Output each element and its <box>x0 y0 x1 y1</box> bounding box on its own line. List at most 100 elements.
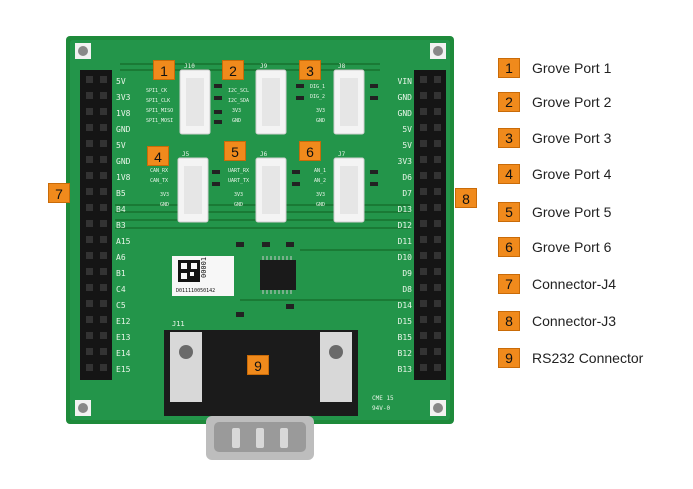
header-pin <box>434 252 441 259</box>
cert-code: 94V-0 <box>372 405 390 412</box>
header-pin <box>86 220 93 227</box>
pin-label: 5V <box>402 125 412 134</box>
pin-label: GND <box>116 125 131 134</box>
pin-label: 1V8 <box>116 173 131 182</box>
header-pin <box>420 348 427 355</box>
pin-label: D9 <box>402 269 412 278</box>
header-pin <box>420 188 427 195</box>
pcb-inner <box>70 40 450 420</box>
pin-label: A6 <box>116 253 126 262</box>
header-pin <box>420 140 427 147</box>
signal-label: CAN_TX <box>150 178 168 184</box>
legend-number: 7 <box>498 274 520 294</box>
pin-label: D14 <box>398 301 413 310</box>
legend-number: 5 <box>498 202 520 222</box>
header-pin <box>100 188 107 195</box>
header-pin <box>86 156 93 163</box>
header-pin <box>434 172 441 179</box>
header-pin <box>86 172 93 179</box>
header-pin <box>86 92 93 99</box>
header-pin <box>434 108 441 115</box>
signal-label: DIG_1 <box>310 84 325 90</box>
pin-label: B12 <box>398 349 413 358</box>
legend-number: 2 <box>498 92 520 112</box>
legend-label: Grove Port 5 <box>532 204 612 220</box>
signal-label: SPI1_CLK <box>146 98 170 104</box>
signal-label: I2C_SDA <box>228 98 249 104</box>
legend-label: Grove Port 2 <box>532 94 612 110</box>
header-pin <box>420 124 427 131</box>
pin-label: GND <box>116 157 131 166</box>
pin-label: 1V8 <box>116 109 131 118</box>
pin-label: D13 <box>398 205 413 214</box>
legend-label: Connector-J3 <box>532 313 617 329</box>
header-pin <box>100 76 107 83</box>
signal-label: AN_2 <box>314 178 326 184</box>
legend-item: 6 Grove Port 6 <box>498 236 611 258</box>
signal-label: AN_1 <box>314 168 326 174</box>
header-pin <box>100 300 107 307</box>
pin-label: 5V <box>116 77 126 86</box>
header-pin <box>420 284 427 291</box>
header-pin <box>420 108 427 115</box>
legend-item: 8 Connector-J3 <box>498 310 616 332</box>
header-pin <box>100 348 107 355</box>
header-pin <box>434 204 441 211</box>
grove-2-signals: I2C_SCL I2C_SDA 3V3 GND <box>228 88 249 124</box>
header-pin <box>100 92 107 99</box>
grove-6-signals: AN_1 AN_2 3V3 GND <box>314 168 326 208</box>
pin-label: C5 <box>116 301 126 310</box>
header-pin <box>420 156 427 163</box>
grove-port-3 <box>333 69 365 135</box>
header-pin <box>434 332 441 339</box>
pin-label: E13 <box>116 333 131 342</box>
pin-label: D10 <box>398 253 413 262</box>
callout-8: 8 <box>455 188 477 208</box>
pin-label: GND <box>398 109 413 118</box>
header-body <box>414 70 446 380</box>
callout-3: 3 <box>299 60 321 80</box>
header-body <box>80 70 112 380</box>
header-pin <box>100 204 107 211</box>
port-ref-j10: J10 <box>184 63 195 70</box>
grove-port-1 <box>179 69 211 135</box>
pin-label: B13 <box>398 365 413 374</box>
legend-item: 9 RS232 Connector <box>498 347 643 369</box>
header-pin <box>420 332 427 339</box>
header-pin <box>420 204 427 211</box>
signal-label: 3V3 <box>316 192 325 198</box>
header-pin <box>434 124 441 131</box>
legend-item: 7 Connector-J4 <box>498 273 616 295</box>
legend: 1 Grove Port 1 2 Grove Port 2 3 Grove Po… <box>498 0 693 484</box>
callout-7: 7 <box>48 183 70 203</box>
signal-label: GND <box>232 118 241 124</box>
header-pin <box>434 76 441 83</box>
pin-label: B15 <box>398 333 413 342</box>
pin-label: 5V <box>402 141 412 150</box>
pin-label: B3 <box>116 221 126 230</box>
pin-label: E12 <box>116 317 131 326</box>
legend-item: 2 Grove Port 2 <box>498 91 611 113</box>
header-pin <box>434 188 441 195</box>
pin-label: 3V3 <box>398 157 413 166</box>
signal-label: SPI1_MISO <box>146 108 173 114</box>
j11-label: J11 <box>172 320 185 328</box>
port-ref-j8: J8 <box>338 63 346 70</box>
header-pin <box>86 284 93 291</box>
header-pin <box>434 156 441 163</box>
header-pin <box>86 140 93 147</box>
legend-label: Connector-J4 <box>532 276 617 292</box>
legend-number: 9 <box>498 348 520 368</box>
port-ref-j5: J5 <box>182 151 190 158</box>
left-pin-labels: 5V3V31V8GND5VGND1V8B5B4B3A15A6B1C4C5E12E… <box>116 77 131 374</box>
header-pin <box>86 188 93 195</box>
qr-serial-text: D011110050142 <box>176 288 215 294</box>
cert-text: CME 15 <box>372 395 394 402</box>
port-ref-j7: J7 <box>338 151 346 158</box>
pin-label: D6 <box>402 173 412 182</box>
header-pin <box>434 348 441 355</box>
signal-label: 3V3 <box>232 108 241 114</box>
grove-port-2 <box>255 69 287 135</box>
